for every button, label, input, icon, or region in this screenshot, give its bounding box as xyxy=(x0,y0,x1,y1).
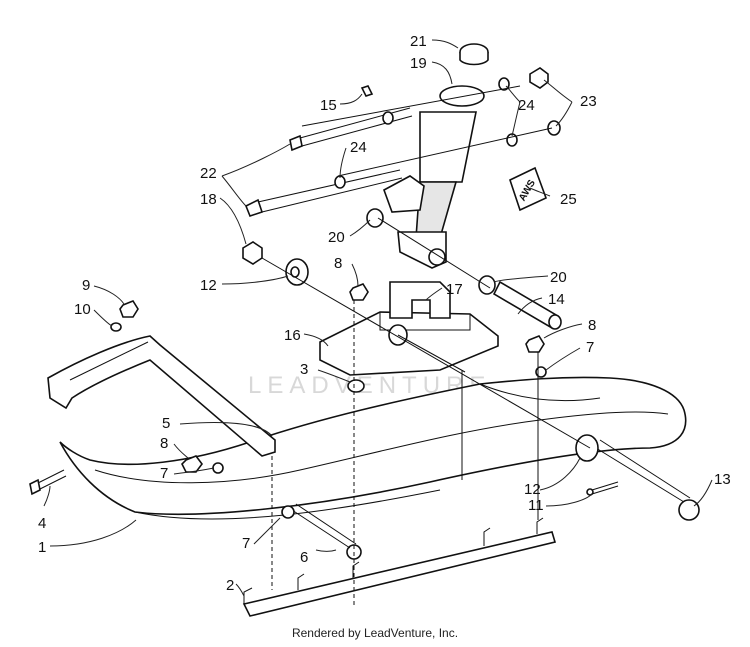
callout-8-center: 8 xyxy=(334,255,342,272)
mount-block xyxy=(389,281,451,319)
nuts xyxy=(119,67,549,473)
callout-7-right: 7 xyxy=(586,339,594,356)
callout-12-left: 12 xyxy=(200,277,217,294)
callout-11: 11 xyxy=(528,497,544,514)
callout-20-upper: 20 xyxy=(328,229,345,246)
callout-24-right: 24 xyxy=(518,97,535,114)
callout-25: 25 xyxy=(560,191,577,208)
callout-2: 2 xyxy=(226,577,234,594)
callout-8-left: 8 xyxy=(160,435,168,452)
callout-6: 6 xyxy=(300,549,308,566)
upper-bolt xyxy=(289,107,413,152)
callout-1: 1 xyxy=(38,539,46,556)
callout-14: 14 xyxy=(548,291,565,308)
shock-cap xyxy=(459,43,489,66)
shock-absorber xyxy=(383,85,485,269)
callout-19: 19 xyxy=(410,55,427,72)
lower-bolt xyxy=(244,169,403,217)
callout-24-left: 24 xyxy=(350,139,367,156)
callout-10: 10 xyxy=(74,301,91,318)
callout-12-right: 12 xyxy=(524,481,541,498)
callout-20-lower: 20 xyxy=(550,269,567,286)
aws-decal: AWS xyxy=(509,166,548,212)
callout-21: 21 xyxy=(410,33,427,50)
cotter-pin xyxy=(586,481,619,496)
wear-rod xyxy=(242,517,557,617)
leader-lines xyxy=(43,39,713,597)
callout-13: 13 xyxy=(714,471,731,488)
bushings xyxy=(285,208,599,462)
callout-9: 9 xyxy=(82,277,90,294)
callout-7-bottom: 7 xyxy=(242,535,250,552)
callout-23: 23 xyxy=(580,93,597,110)
callout-15: 15 xyxy=(320,97,337,114)
callout-5: 5 xyxy=(162,415,170,432)
callout-22: 22 xyxy=(200,165,217,182)
callout-4: 4 xyxy=(38,515,46,532)
assembly-lines xyxy=(261,85,591,608)
callout-16: 16 xyxy=(284,327,301,344)
long-bolt xyxy=(595,439,700,521)
credit-text: Rendered by LeadVenture, Inc. xyxy=(291,626,459,640)
callout-8-right: 8 xyxy=(588,317,596,334)
callout-17: 17 xyxy=(446,281,463,298)
callout-numbers: 21 19 15 23 24 24 22 18 25 20 12 8 17 20… xyxy=(38,33,731,594)
small-screw xyxy=(29,469,67,496)
ski-bracket xyxy=(47,335,276,457)
callout-7-left: 7 xyxy=(160,465,168,482)
callout-18: 18 xyxy=(200,191,217,208)
ski-body xyxy=(59,376,687,520)
callout-3: 3 xyxy=(300,361,308,378)
